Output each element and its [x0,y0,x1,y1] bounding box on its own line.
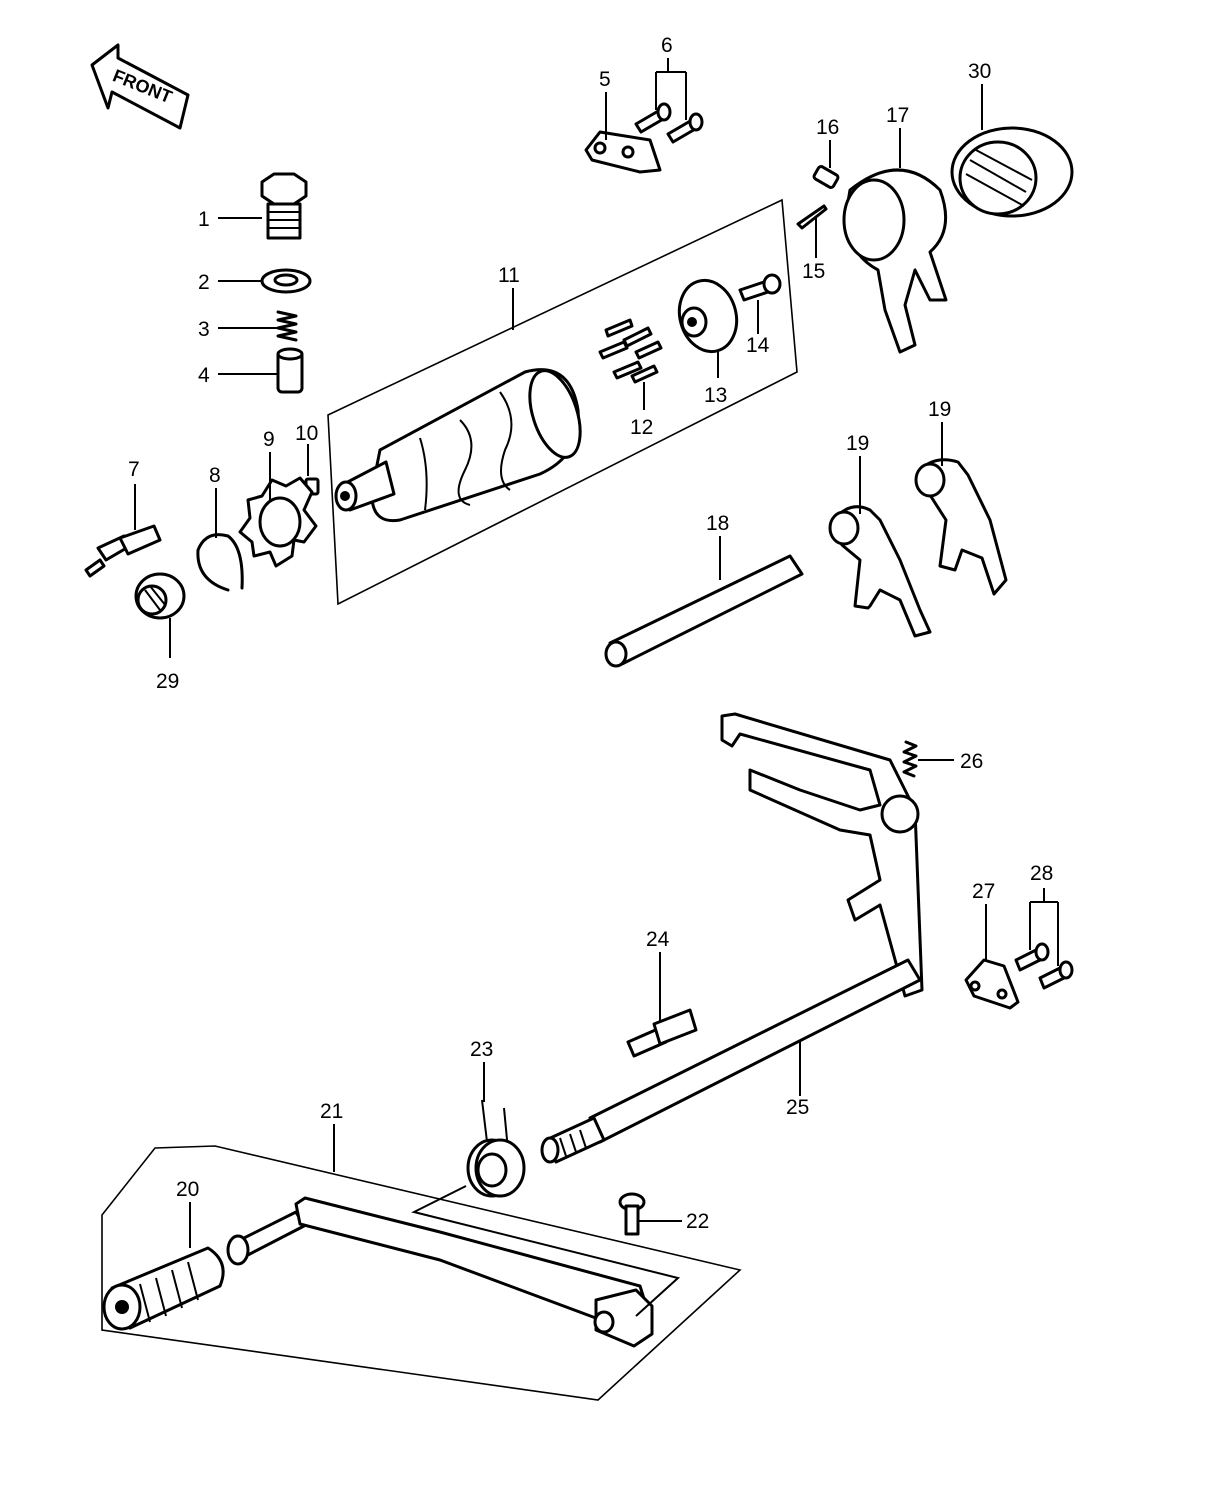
part-9-cam [238,476,318,568]
part-30-bearing [950,126,1074,218]
part-17-fork [842,168,948,354]
part-16-pin [812,165,840,189]
part-19-fork-a [828,505,932,638]
callout-15: 15 [802,260,825,283]
callout-14: 14 [746,334,770,357]
part-26-spring [902,740,918,778]
callout-16: 16 [816,116,839,139]
callout-25: 25 [786,1096,809,1119]
callout-4: 4 [198,364,210,387]
callout-19b: 19 [928,398,951,421]
part-8-circlip [196,533,244,592]
part-1-plug [260,172,308,240]
part-19-fork-b [914,458,1008,596]
callout-17: 17 [886,104,909,127]
callout-23: 23 [470,1038,493,1061]
part-28-screws [1014,942,1074,990]
part-25-shift-mechanism [540,712,924,1164]
callout-8: 8 [209,464,221,487]
callout-1: 1 [198,208,210,231]
callout-2: 2 [198,271,210,294]
part-24-stud [626,1008,698,1058]
part-29-bearing [134,572,186,620]
part-15-cotter-pin [796,204,828,230]
part-11-shift-drum [334,368,582,523]
callout-11: 11 [498,264,520,287]
part-3-spring [276,310,298,342]
callout-6: 6 [661,34,673,57]
callout-numbers: 1 2 3 4 5 6 7 8 9 10 11 12 13 14 15 16 1… [128,34,1053,1233]
callout-28: 28 [1030,862,1053,885]
part-22-bolt [618,1192,646,1236]
part-21-group-box [101,1145,742,1401]
callout-24: 24 [646,928,670,951]
callout-10: 10 [295,422,318,445]
callout-3: 3 [198,318,210,341]
part-4-pin [276,347,304,394]
callout-20: 20 [176,1178,199,1201]
callout-7: 7 [128,458,140,481]
part-12-pins [598,318,663,384]
part-11-group-box [327,198,798,606]
callout-13: 13 [704,384,727,407]
part-23-spring [466,1099,526,1198]
part-21-shift-pedal [226,1196,654,1348]
part-6-screws [634,102,704,144]
callout-9: 9 [263,428,275,451]
part-27-plate [964,958,1020,1010]
front-arrow-icon: FRONT [90,43,190,130]
callout-21: 21 [320,1100,343,1123]
callout-18: 18 [706,512,729,535]
part-7-switch [84,524,162,578]
leader-lines [134,58,1059,1317]
part-20-rubber [102,1246,225,1331]
callout-19a: 19 [846,432,869,455]
part-2-washer [260,268,312,294]
part-5-plate [584,130,662,174]
part-18-shaft [604,554,804,668]
callout-12: 12 [630,416,653,439]
part-13-plate [677,278,739,354]
callout-22: 22 [686,1210,709,1233]
part-14-bolt [738,273,782,302]
callout-27: 27 [972,880,995,903]
callout-26: 26 [960,750,983,773]
callout-5: 5 [599,68,611,91]
callout-30: 30 [968,60,991,83]
callout-29: 29 [156,670,179,693]
